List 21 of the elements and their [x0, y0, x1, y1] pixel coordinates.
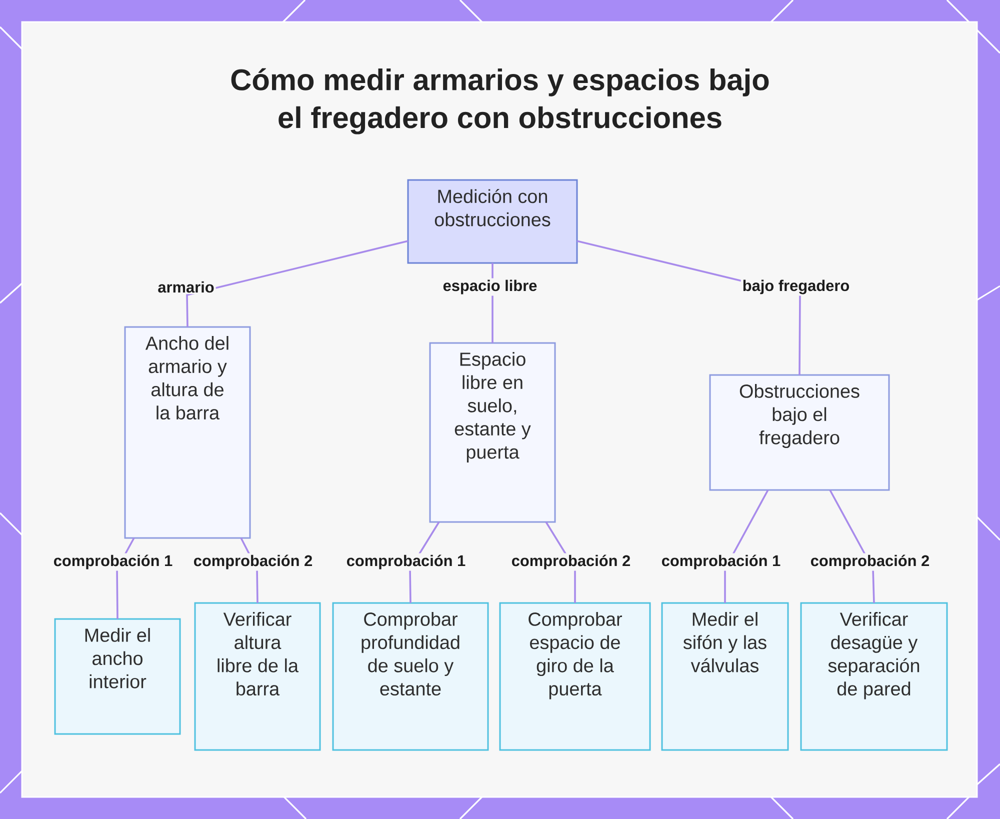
step-box: Comprobar espacio de giro de la puerta: [499, 602, 651, 751]
edge-label: comprobación 1: [344, 553, 468, 571]
edge-label: bajo fregadero: [740, 278, 852, 296]
edge-label: comprobación 2: [192, 553, 314, 571]
category-box: Obstrucciones bajo el fregadero: [709, 374, 890, 491]
edge-label: comprobación 1: [52, 553, 174, 571]
step-box: Medir el ancho interior: [54, 618, 181, 735]
step-box: Comprobar profundidad de suelo y estante: [332, 602, 489, 751]
category-box: Ancho del armario y altura de la barra: [124, 326, 251, 539]
step-box: Verificar altura libre de la barra: [194, 602, 321, 751]
edge-label: espacio libre: [441, 278, 539, 296]
title: Cómo medir armarios y espacios bajo el fregadero con obstrucciones: [231, 68, 769, 134]
edge-label: comprobación 1: [660, 553, 782, 571]
step-box: Verificar desagüe y separación de pared: [800, 602, 948, 751]
edge-label: comprobación 2: [510, 553, 632, 571]
step-box: Medir el sifón y las válvulas: [661, 602, 789, 751]
edge-label: armario: [156, 280, 216, 294]
category-box: Espacio libre en suelo, estante y puerta: [429, 342, 556, 523]
connector-line: [186, 240, 408, 328]
topic-box: Medición con obstrucciones: [407, 179, 578, 264]
edge-label: comprobación 2: [808, 553, 932, 571]
